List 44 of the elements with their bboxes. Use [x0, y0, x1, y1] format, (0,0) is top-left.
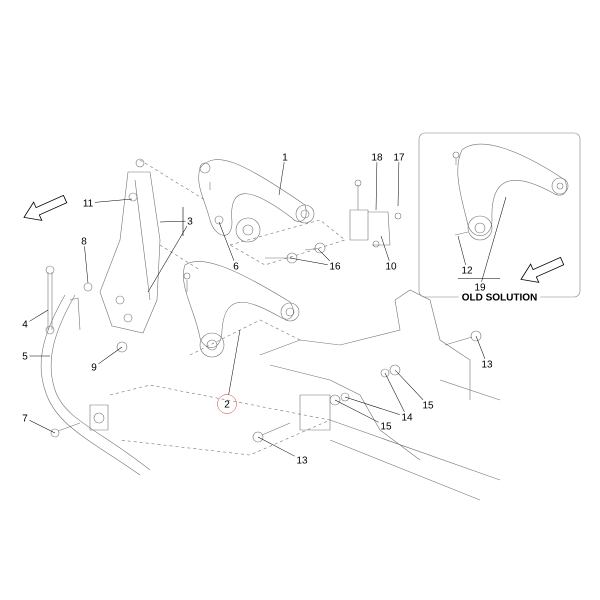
leader-line [258, 436, 295, 456]
leader-line [228, 330, 240, 395]
callout-number: 6 [234, 262, 238, 270]
callout-number: 13 [297, 456, 308, 464]
leader-line [98, 346, 122, 364]
callout-number: 2 [217, 394, 237, 414]
callout-number: 11 [84, 200, 93, 206]
leader-line [481, 196, 506, 282]
callout-number: 7 [22, 414, 28, 422]
callout-number: 14 [402, 414, 412, 420]
leader-line [94, 198, 132, 203]
leader-line [318, 248, 330, 262]
callout-number: 15 [381, 422, 392, 430]
callout-number: 13 [482, 360, 492, 368]
leader-line [380, 236, 390, 262]
callout-number: 18 [372, 153, 382, 161]
callout-number: 5 [22, 352, 28, 360]
leader-line [384, 372, 405, 412]
leader-line [218, 222, 234, 262]
leader-line [344, 396, 400, 415]
callout-number: 19 [475, 283, 486, 291]
leader-line [334, 400, 379, 423]
leader-line [84, 246, 88, 284]
leader-line [394, 370, 424, 400]
leader-line [278, 162, 284, 196]
callout-number: 10 [386, 262, 396, 270]
callout-number: 12 [462, 266, 472, 274]
callout-number: 1 [283, 154, 288, 160]
leader-line [290, 258, 328, 265]
callout-number: 17 [394, 154, 404, 160]
leader-line [29, 420, 56, 434]
callout-number: 4 [22, 320, 28, 328]
leader-line [29, 310, 48, 322]
callout-number: 16 [330, 262, 340, 270]
leader-line [476, 336, 486, 360]
leader-line [458, 236, 466, 266]
leader-line [148, 226, 188, 292]
leader-line [376, 162, 378, 210]
leader-line [160, 220, 186, 222]
callout-number: 9 [92, 363, 96, 371]
callout-number: 8 [82, 237, 86, 245]
leader-line [398, 162, 400, 206]
callout-number: 3 [188, 217, 192, 225]
callout-number: 15 [423, 402, 434, 408]
